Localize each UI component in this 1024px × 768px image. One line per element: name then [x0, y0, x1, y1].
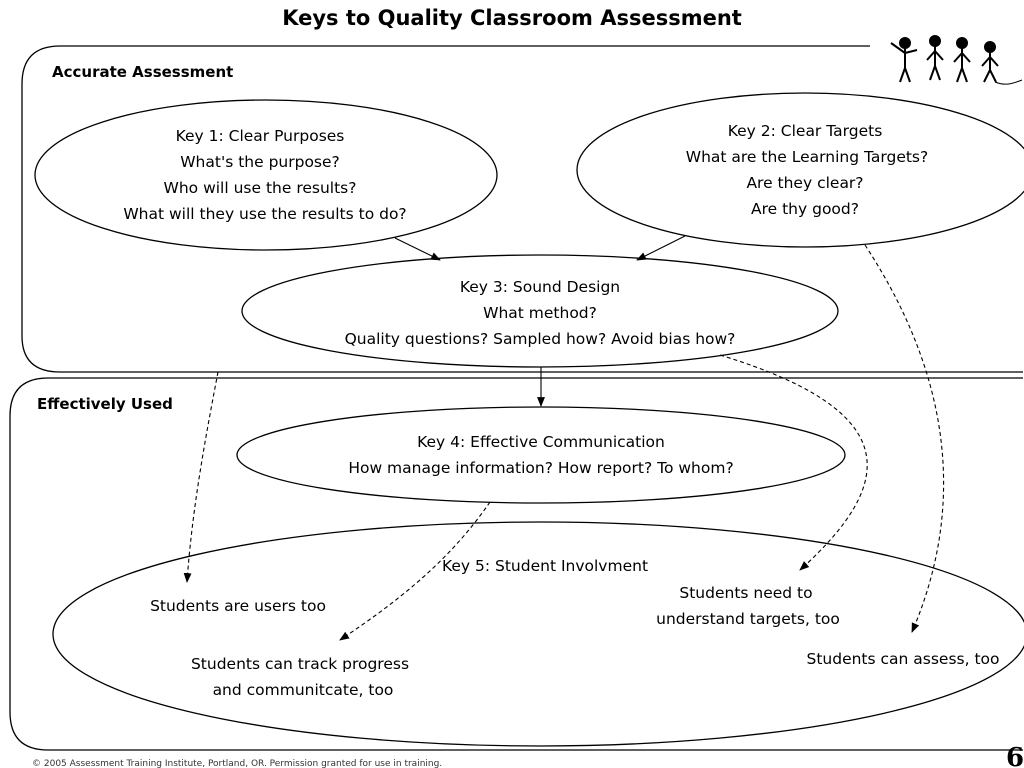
accurate-assessment-panel — [21, 45, 1023, 373]
page-number: 6 — [1006, 743, 1024, 768]
key5-users: Students are users too — [150, 597, 326, 615]
key5-understand-line: understand targets, too — [656, 610, 840, 628]
dashed-arrow-to-track — [339, 501, 491, 641]
key3-heading: Key 3: Sound Design — [460, 278, 620, 296]
effectively-used-panel — [9, 377, 1023, 751]
dashed-arrow-to-users — [183, 371, 219, 583]
key1-heading: Key 1: Clear Purposes — [176, 127, 345, 145]
section-label-effective: Effectively Used — [37, 395, 173, 413]
key4-line: How manage information? How report? To w… — [348, 459, 733, 477]
key2-line: What are the Learning Targets? — [686, 148, 928, 166]
key5-understand-line: Students need to — [679, 584, 812, 602]
key2-ellipse — [576, 92, 1024, 248]
key2-line: Are thy good? — [751, 200, 859, 218]
key5-text: Key 5: Student Involvment Students are u… — [150, 557, 999, 699]
key1-line: What's the purpose? — [180, 153, 340, 171]
key5-ellipse — [52, 521, 1024, 747]
key2-line: Are they clear? — [746, 174, 863, 192]
arrow-key1-to-key3 — [394, 237, 441, 261]
copyright-footer: © 2005 Assessment Training Institute, Po… — [32, 759, 442, 768]
key1-ellipse — [34, 99, 498, 251]
key3-line: What method? — [483, 304, 597, 322]
key5-track-line: and communitcate, too — [213, 681, 394, 699]
dashed-arrow-to-assess — [864, 244, 945, 633]
page-title: Keys to Quality Classroom Assessment — [282, 6, 742, 30]
key2-text: Key 2: Clear Targets What are the Learni… — [686, 122, 928, 218]
section-label-accurate: Accurate Assessment — [52, 63, 233, 81]
key4-heading: Key 4: Effective Communication — [417, 433, 665, 451]
key1-text: Key 1: Clear Purposes What's the purpose… — [123, 127, 406, 223]
key3-text: Key 3: Sound Design What method? Quality… — [345, 278, 736, 348]
key4-text: Key 4: Effective Communication How manag… — [348, 433, 733, 477]
key5-assess: Students can assess, too — [806, 650, 999, 668]
key1-line: Who will use the results? — [164, 179, 357, 197]
key5-track-line: Students can track progress — [191, 655, 409, 673]
arrow-key2-to-key3 — [636, 235, 686, 261]
stick-figures-icon — [890, 35, 1023, 85]
key3-line: Quality questions? Sampled how? Avoid bi… — [345, 330, 736, 348]
key5-heading: Key 5: Student Involvment — [442, 557, 648, 575]
key3-ellipse — [241, 254, 839, 368]
key1-line: What will they use the results to do? — [123, 205, 406, 223]
key4-ellipse — [236, 406, 846, 504]
dashed-arrow-to-understand — [719, 354, 868, 571]
key2-heading: Key 2: Clear Targets — [728, 122, 883, 140]
